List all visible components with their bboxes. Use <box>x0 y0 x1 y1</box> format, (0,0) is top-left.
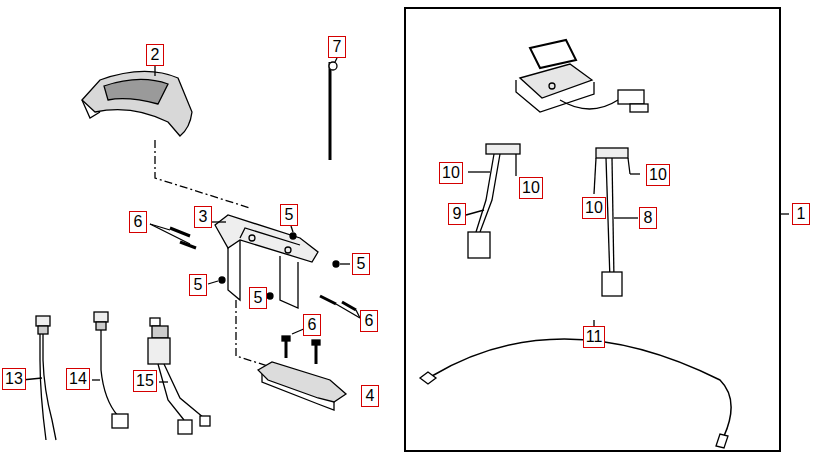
callout-number: 6 <box>360 310 378 332</box>
callout-number: 5 <box>189 274 207 296</box>
callout-number: 9 <box>448 203 466 225</box>
callout-number: 6 <box>303 314 321 336</box>
callout-number: 3 <box>194 206 212 228</box>
callout-number: 14 <box>66 368 90 390</box>
callout-number: 10 <box>646 164 670 186</box>
callout-number: 4 <box>361 385 379 407</box>
callout-number: 8 <box>639 207 657 229</box>
callout-number: 10 <box>439 162 463 184</box>
callout-number: 5 <box>352 253 370 275</box>
callout-number: 10 <box>582 197 606 219</box>
callout-number: 11 <box>583 326 606 348</box>
callout-number: 13 <box>2 368 26 390</box>
callout-number: 7 <box>328 36 346 58</box>
callout-number: 10 <box>519 177 543 199</box>
callout-number: 5 <box>280 204 298 226</box>
callout-number: 2 <box>146 44 164 66</box>
callout-number: 15 <box>133 370 157 392</box>
callout-number: 5 <box>249 287 267 309</box>
callout-number: 1 <box>792 203 810 225</box>
callout-number: 6 <box>129 211 147 233</box>
